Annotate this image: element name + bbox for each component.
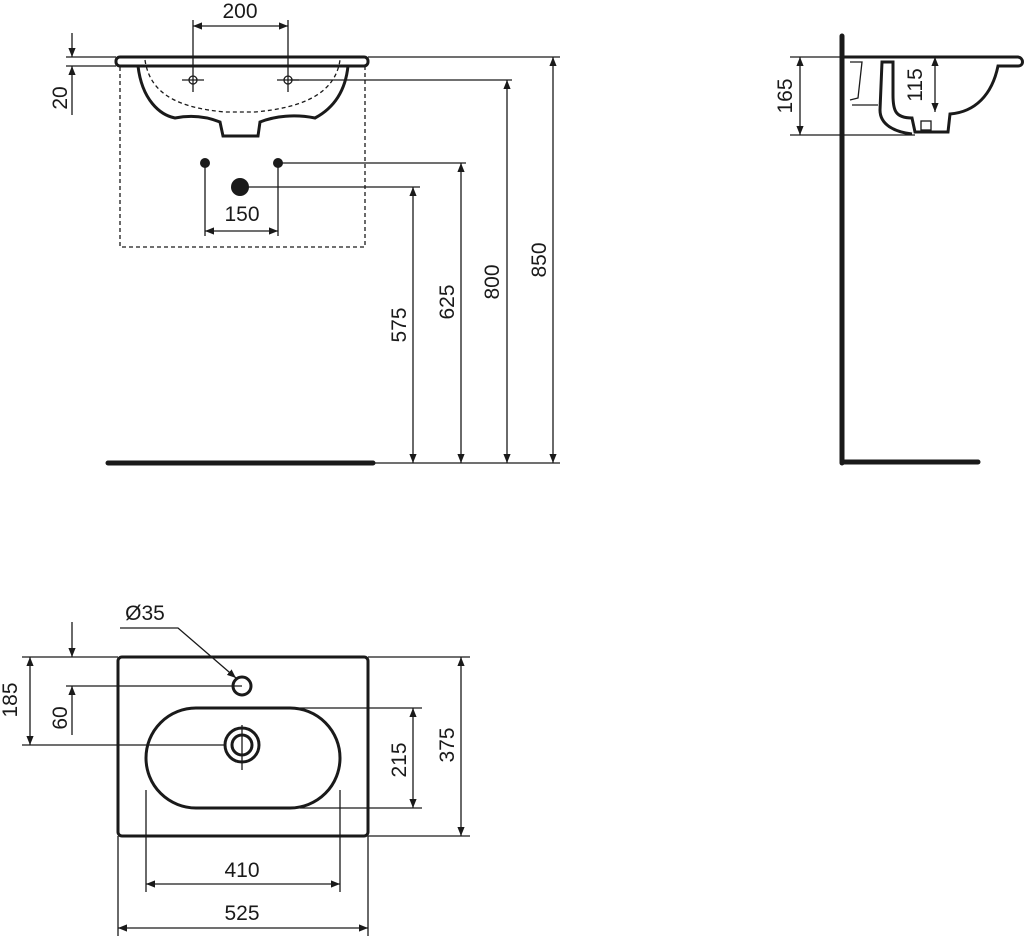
- vanity-unit-outline: [119, 65, 366, 248]
- dim-label-800: 800: [481, 264, 504, 299]
- dim-label-115: 115: [904, 68, 927, 101]
- plan-view: Ø35 185 60 215 375 410 525: [0, 602, 470, 936]
- dim-label-supply-spacing: 150: [224, 203, 259, 226]
- basin-outline: [116, 655, 370, 838]
- bowl-inner: [144, 59, 341, 113]
- dim-label-165: 165: [774, 78, 797, 113]
- dim-label-215: 215: [388, 742, 411, 777]
- dim-label-525: 525: [224, 902, 259, 925]
- basin-profile: [842, 55, 1024, 136]
- side-view: 165 115: [774, 33, 1024, 466]
- dim-label-tap-diameter: Ø35: [125, 602, 165, 625]
- bowl-outline: [144, 706, 342, 810]
- dim-label-625: 625: [436, 284, 459, 319]
- front-view: 200 20 150 575 625 800 850: [49, 0, 560, 466]
- dim-label-575: 575: [388, 307, 411, 342]
- dim-label-375: 375: [436, 727, 459, 762]
- dim-label-410: 410: [224, 859, 259, 882]
- leader-tap-diameter: [120, 627, 237, 679]
- basin-rim: [114, 55, 370, 68]
- dim-label-185: 185: [0, 682, 22, 717]
- dim-label-rim: 20: [49, 86, 72, 109]
- dim-label-tap-spacing: 200: [222, 0, 257, 23]
- dim-label-60: 60: [49, 706, 72, 729]
- dim-label-850: 850: [528, 242, 551, 277]
- basin-bowl: [136, 65, 350, 138]
